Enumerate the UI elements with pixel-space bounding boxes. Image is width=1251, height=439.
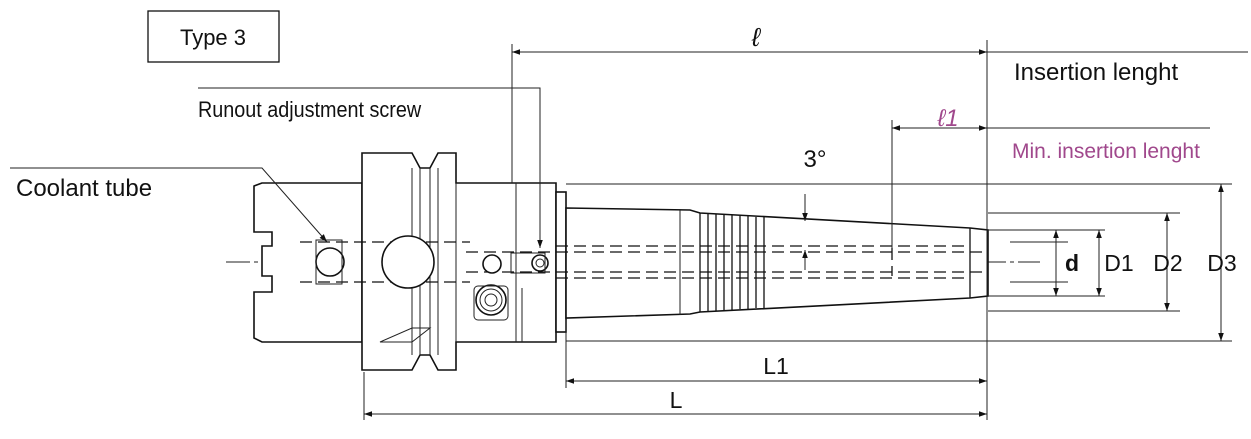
label-angle: 3°: [804, 146, 827, 173]
label-D1: D1: [1104, 250, 1133, 276]
label-L: L: [670, 387, 683, 413]
type-box: Type 3: [147, 10, 280, 63]
hsk-shank: [253, 182, 363, 343]
label-runout-screw: Runout adjustment screw: [198, 98, 422, 122]
label-D3: D3: [1207, 250, 1236, 276]
grip-ridges: [699, 213, 765, 312]
coolant-tube-hole: [315, 239, 345, 285]
side-hole: [482, 254, 502, 274]
type-label: Type 3: [180, 25, 246, 50]
hidden-bore: [300, 241, 988, 283]
label-ell: ℓ: [751, 22, 762, 52]
collar-step: [555, 191, 567, 333]
label-ell1: ℓ1: [936, 105, 958, 132]
leader-runout-screw: [198, 87, 543, 248]
label-d: d: [1065, 250, 1079, 276]
label-coolant-tube: Coolant tube: [16, 175, 152, 202]
label-L1: L1: [763, 353, 789, 379]
shaft: [565, 207, 989, 319]
label-D2: D2: [1153, 250, 1182, 276]
tool-holder-body: [253, 152, 989, 371]
leader-coolant-tube: [10, 167, 328, 243]
label-insertion-length: Insertion lenght: [1014, 59, 1178, 86]
label-min-insertion-length: Min. insertion lenght: [1012, 140, 1200, 163]
drive-hole: [381, 235, 435, 289]
runout-screw: [510, 252, 549, 274]
clamp-screw: [473, 284, 509, 321]
